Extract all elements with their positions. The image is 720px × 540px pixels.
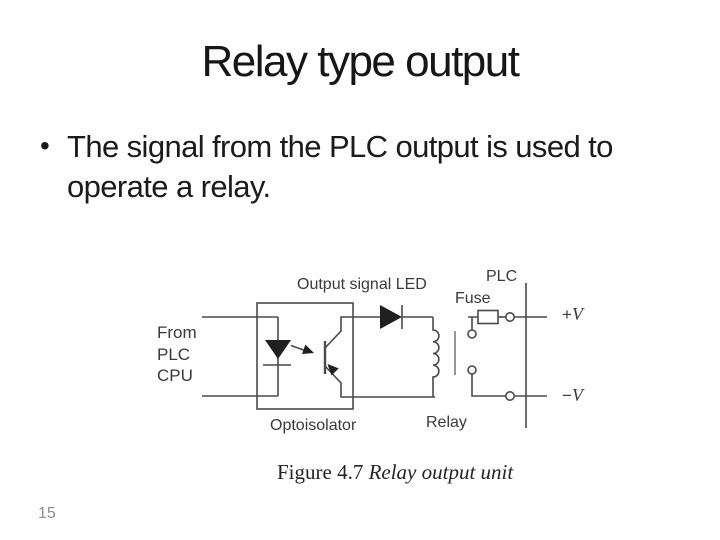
bullet-line-1: The signal from the PLC output is used t…: [67, 129, 613, 164]
minus-sign: −: [562, 386, 572, 405]
light-arrow-head: [302, 344, 314, 354]
bullet-icon: •: [40, 130, 50, 161]
wire-lower-contact: [471, 374, 506, 397]
bullet-line-2: operate a relay.: [67, 169, 271, 204]
plus-v-label: +V: [562, 305, 583, 324]
lower-contact-circle: [467, 365, 477, 375]
fuse-body: [477, 309, 499, 325]
emitter-arrow-head: [327, 364, 339, 376]
from-plc-cpu-label: From PLC CPU: [157, 322, 197, 387]
from-plc-cpu-line-3: CPU: [157, 366, 193, 385]
minus-v-label: −V: [562, 386, 583, 405]
transistor-collector: [324, 316, 380, 349]
plus-terminal-circle: [504, 311, 515, 322]
from-plc-cpu-line-1: From: [157, 323, 197, 342]
plus-sign: +: [562, 305, 572, 324]
output-signal-led-label: Output signal LED: [297, 276, 427, 293]
wire-upper-contact: [468, 316, 478, 330]
figure-caption-title: Relay output unit: [368, 460, 514, 484]
plc-label: PLC: [486, 268, 518, 285]
bullet-paragraph: The signal from the PLC output is used t…: [67, 127, 667, 207]
fuse-label: Fuse: [455, 290, 491, 307]
slide-title: Relay type output: [201, 37, 520, 86]
upper-contact-circle: [467, 329, 477, 339]
diode-triangle: [380, 305, 402, 329]
relay-coil: [432, 317, 440, 397]
optoisolator-box: [256, 302, 354, 410]
transistor-emitter: [324, 365, 435, 398]
plus-v-symbol: V: [571, 304, 583, 324]
relay-label: Relay: [426, 414, 467, 431]
minus-terminal-circle: [504, 390, 515, 401]
light-arrow-line: [290, 344, 306, 352]
from-plc-cpu-line-2: PLC: [157, 344, 191, 364]
minus-v-symbol: V: [571, 385, 583, 405]
optoisolator-label: Optoisolator: [270, 417, 357, 434]
page-number: 15: [38, 505, 56, 522]
led-triangle: [265, 340, 291, 359]
figure-caption-number: Figure 4.7: [277, 460, 364, 484]
figure-caption: Figure 4.7 Relay output unit: [277, 460, 513, 485]
